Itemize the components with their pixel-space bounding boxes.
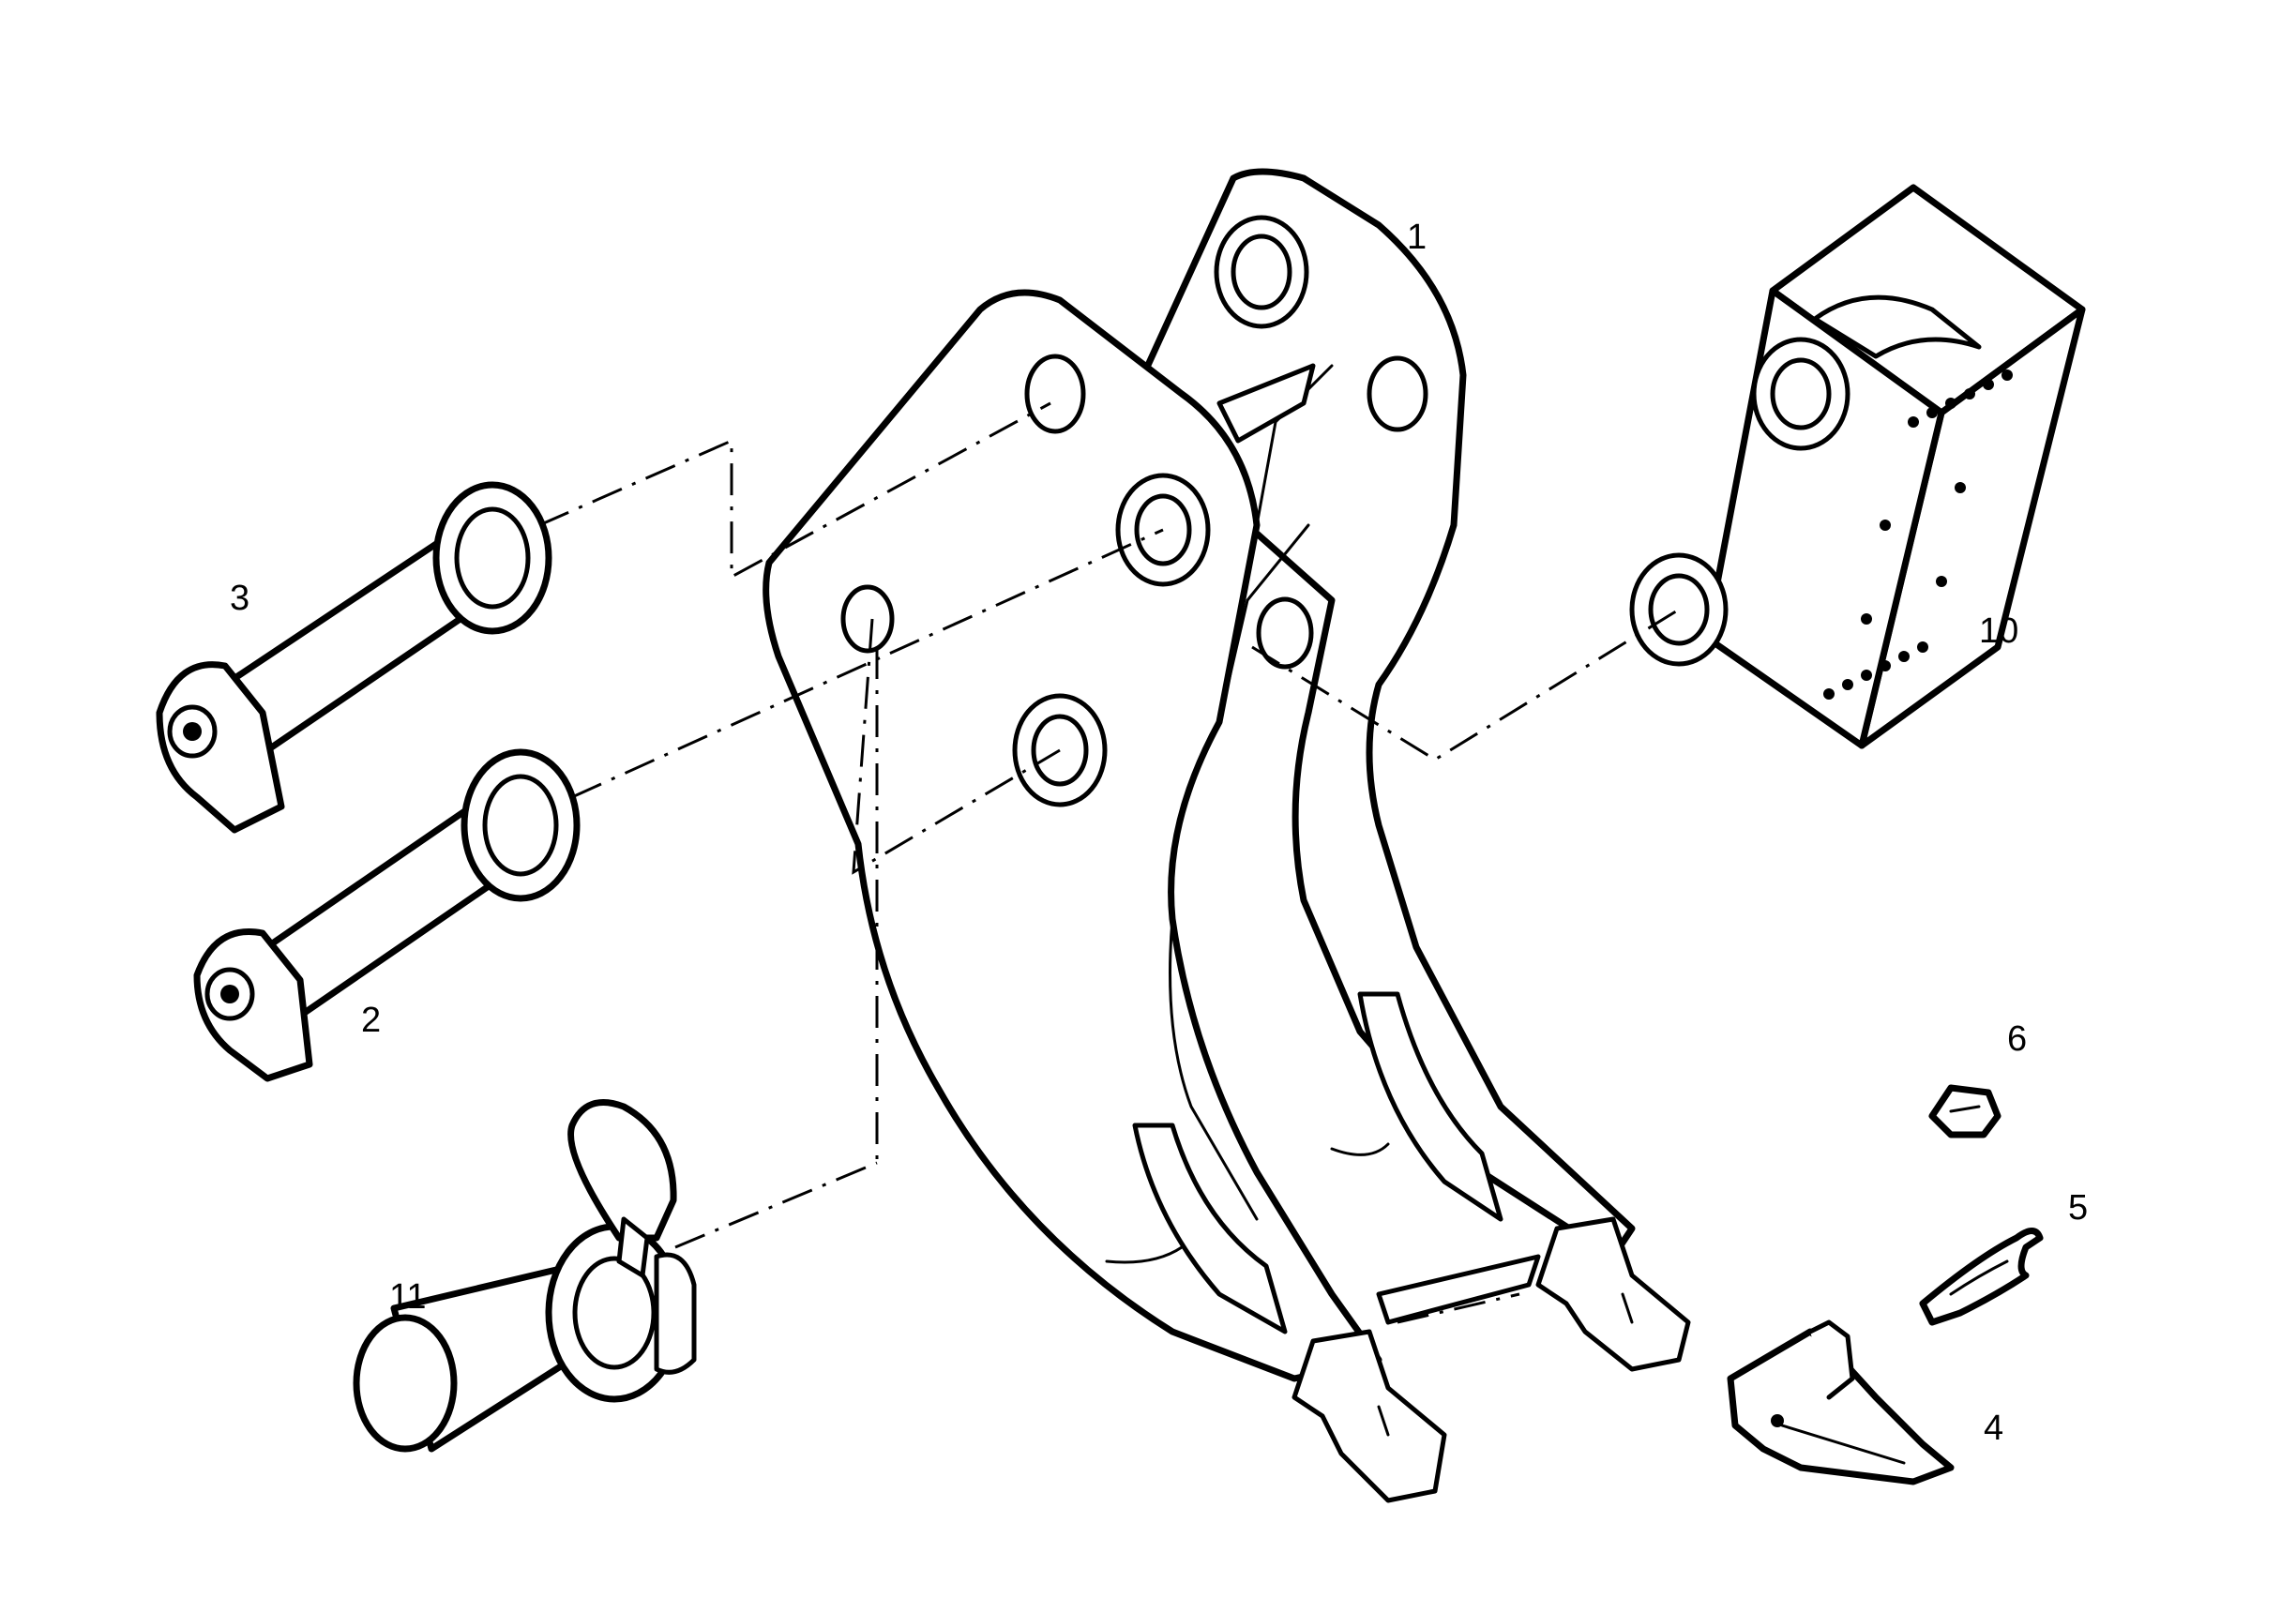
assembly-leader-lines [538,401,1680,1324]
mounting-bracket-part [1629,184,2086,749]
callout-11: 11 [389,1277,426,1317]
callout-1: 1 [1407,218,1427,257]
bracket-bolt-holes [1823,369,2013,700]
callout-2: 2 [361,1001,381,1040]
callout-6: 6 [2007,1019,2027,1059]
lower-pin-part [193,748,581,1082]
wear-insert-part [1919,1228,2044,1326]
ripper-shank-part [763,168,1691,1503]
callout-4: 4 [1984,1409,2003,1448]
retainer-clip-part [1928,1084,2001,1138]
lock-pin-part [353,1099,697,1453]
upper-pin-part [156,481,552,834]
callout-3: 3 [230,579,249,618]
tooth-adapter-part [1727,1319,1955,1485]
callout-10: 10 [1979,611,2018,651]
callout-5: 5 [2068,1188,2088,1228]
